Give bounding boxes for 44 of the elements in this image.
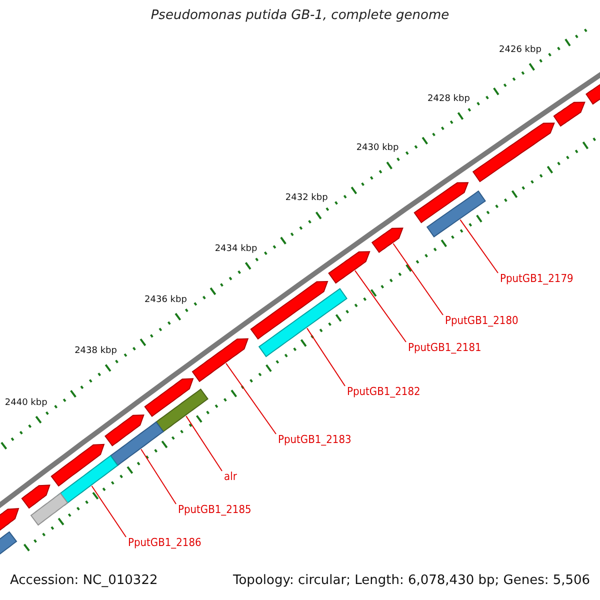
- gene-label: PputGB1_2180: [445, 314, 518, 327]
- scale-label: 2436 kbp: [144, 294, 187, 305]
- gene-feature: [414, 182, 469, 224]
- gene-feature: [144, 378, 194, 417]
- scale-label: 2440 kbp: [4, 398, 48, 408]
- gene-block: [258, 288, 348, 358]
- scale-label: 2428 kbp: [428, 94, 470, 104]
- scale-label: 2430 kbp: [356, 143, 399, 154]
- leader-line: [354, 270, 406, 342]
- gene-feature: [21, 484, 50, 509]
- scale-label: 2434 kbp: [214, 244, 258, 254]
- gene-feature: [50, 444, 105, 487]
- gene-label: PputGB1_2179: [500, 272, 574, 285]
- gene-label: PputGB1_2182: [347, 385, 420, 398]
- gene-label: PputGB1_2181: [408, 341, 482, 354]
- leader-line: [186, 416, 222, 472]
- gene-feature: [371, 228, 404, 253]
- gene-label: PputGB1_2185: [178, 503, 252, 516]
- leader-line: [226, 362, 276, 434]
- gene-label: PputGB1_2186: [128, 536, 202, 549]
- leader-line: [91, 485, 126, 538]
- gene-feature: [472, 122, 555, 182]
- leader-line: [140, 448, 176, 504]
- leader-line: [460, 219, 498, 274]
- gene-feature: [553, 102, 586, 127]
- gene-block: [110, 421, 164, 466]
- footer-text: Accession: NC_010322: [10, 573, 158, 588]
- gene-label: PputGB1_2183: [278, 433, 352, 446]
- gene-feature: [104, 414, 144, 446]
- leader-line: [392, 243, 444, 316]
- scale-label: 2438 kbp: [74, 346, 117, 356]
- gene-feature: [328, 251, 370, 284]
- gene-feature: [0, 508, 20, 531]
- gene-label: alr: [224, 470, 237, 483]
- gene-block: [30, 492, 68, 526]
- scale-label: 2426 kbp: [499, 44, 542, 55]
- gene-feature: [192, 338, 249, 382]
- footer-text: Topology: circular; Length: 6,078,430 bp; Genes: 5,506: [233, 573, 590, 588]
- scale-label: 2432 kbp: [285, 193, 328, 204]
- title: Pseudomonas putida GB-1, complete genome: [150, 8, 450, 23]
- leader-line: [306, 328, 346, 386]
- gene-feature: [250, 280, 328, 340]
- gene-block: [426, 190, 486, 238]
- gene-block: [156, 388, 208, 432]
